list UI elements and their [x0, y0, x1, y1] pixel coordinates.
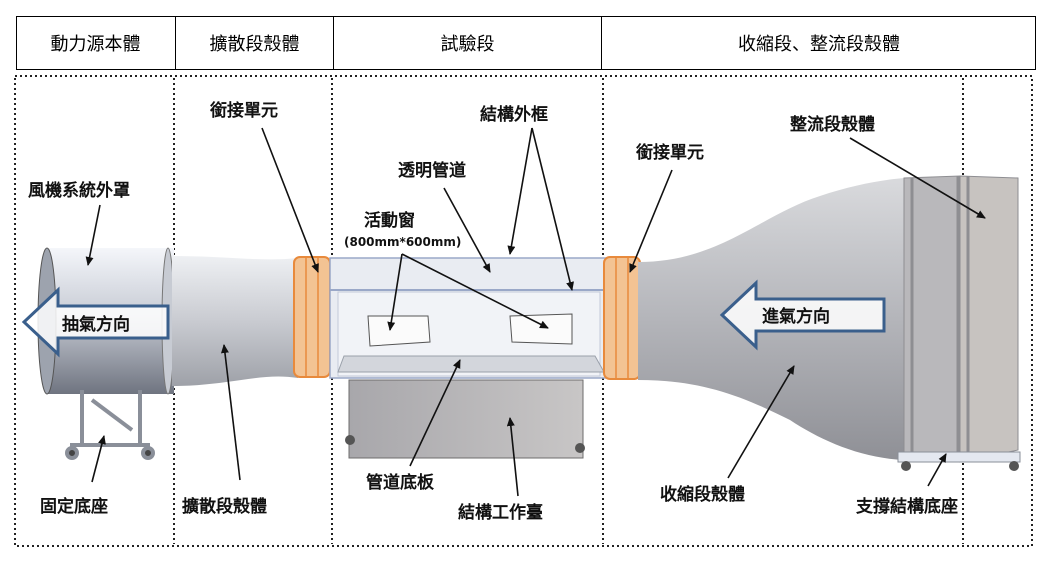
layout-boundary	[14, 75, 1033, 547]
label-diffuser-shell: 擴散段殼體	[182, 496, 267, 517]
leader-frame-a	[507, 127, 533, 255]
leader-window-a	[387, 253, 403, 331]
label-exhaust-direction: 抽氣方向	[62, 314, 130, 335]
leader-fan-housing	[85, 204, 101, 266]
section-label: 收縮段、整流段殼體	[738, 34, 900, 55]
label-work-table: 結構工作臺	[458, 502, 543, 523]
label-access-window: 活動窗	[364, 210, 415, 231]
leader-diffuser	[220, 344, 241, 481]
support-base	[897, 451, 1021, 471]
label-fan-housing: 風機系統外罩	[28, 180, 130, 201]
label-window-size: (800mm*600mm)	[344, 235, 461, 249]
leader-straightener	[849, 137, 986, 219]
section-contraction: 收縮段、整流段殼體	[602, 16, 1036, 70]
test-section	[329, 257, 607, 379]
label-straightener-shell: 整流段殼體	[790, 114, 875, 135]
label-connector-right: 銜接單元	[635, 142, 704, 163]
fixed-base	[65, 390, 155, 460]
diffuser-shell	[172, 256, 298, 386]
leader-table	[506, 417, 519, 497]
leader-contraction	[727, 365, 795, 479]
leader-fixed-base	[91, 435, 106, 483]
section-diffuser: 擴散段殼體	[176, 16, 334, 70]
label-duct-floor: 管道底板	[366, 472, 435, 493]
section-label: 擴散段殼體	[209, 34, 300, 55]
straightener-shell	[903, 175, 1019, 463]
intake-arrow	[719, 279, 886, 351]
label-contraction-shell: 收縮段殼體	[660, 484, 745, 505]
leader-frame-b	[531, 127, 574, 291]
label-support-base: 支撐結構底座	[856, 496, 958, 517]
section-power-source: 動力源本體	[16, 16, 176, 70]
section-header-table	[16, 16, 1036, 70]
section-label: 試驗段	[440, 34, 495, 55]
label-intake-direction: 進氣方向	[762, 306, 830, 327]
label-transparent-duct: 透明管道	[398, 160, 466, 181]
leader-connector-left	[261, 127, 319, 273]
exhaust-arrow	[21, 286, 170, 358]
work-table	[345, 379, 585, 459]
section-label: 動力源本體	[50, 34, 141, 55]
leader-floor	[409, 359, 461, 467]
right-connector	[603, 256, 641, 380]
label-fixed-base: 固定底座	[40, 496, 108, 517]
leader-connector-right	[629, 169, 673, 273]
left-connector	[293, 256, 331, 378]
section-test: 試驗段	[334, 16, 602, 70]
leader-support	[927, 453, 947, 487]
label-connector-left: 銜接單元	[209, 100, 278, 121]
leader-window-b	[401, 253, 549, 329]
leader-transparent-duct	[443, 187, 491, 273]
label-structure-frame: 結構外框	[480, 104, 548, 125]
